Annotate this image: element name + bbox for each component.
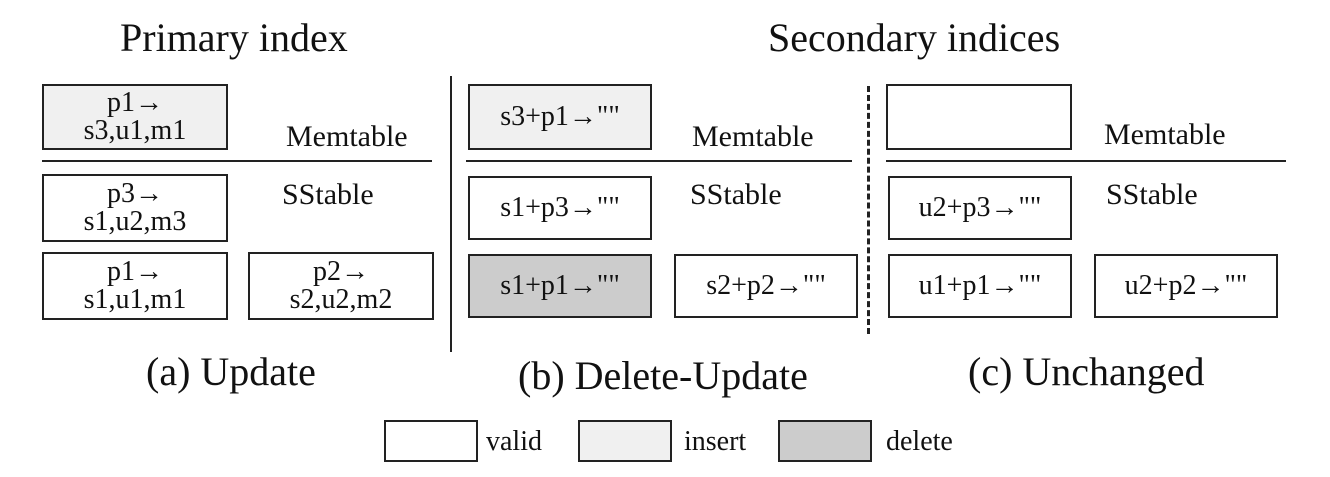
- b-sstable-entry: s1+p3→"": [468, 176, 652, 240]
- b-level-divider: [466, 160, 852, 162]
- a-sstable-label: SStable: [282, 178, 374, 211]
- b-level2-left-entry: s1+p1→"": [468, 254, 652, 318]
- c-level2-left-entry: u1+p1→"": [888, 254, 1072, 318]
- a-memtable-label: Memtable: [286, 120, 408, 153]
- a-sstable-entry-value: s1,u2,m3: [83, 206, 187, 237]
- b-sstable-label: SStable: [690, 178, 782, 211]
- b-memtable-label: Memtable: [692, 120, 814, 153]
- b-level2-right-entry: s2+p2→"": [674, 254, 858, 318]
- primary-secondary-separator: [450, 76, 452, 352]
- legend-delete-swatch: [778, 420, 872, 462]
- secondary-indices-heading: Secondary indices: [768, 15, 1061, 60]
- a-memtable-entry-key: p1→: [107, 87, 163, 118]
- legend-delete-label: delete: [886, 426, 953, 457]
- a-level2-left-entry: p1→ s1,u1,m1: [42, 252, 228, 320]
- a-caption: (a) Update: [146, 349, 316, 394]
- a-level2-right-key: p2→: [313, 256, 369, 287]
- a-level2-left-key: p1→: [107, 256, 163, 287]
- b-memtable-entry: s3+p1→"": [468, 84, 652, 150]
- c-level2-right-entry: u2+p2→"": [1094, 254, 1278, 318]
- c-level-divider: [886, 160, 1286, 162]
- legend-valid-swatch: [384, 420, 478, 462]
- a-level2-left-value: s1,u1,m1: [83, 284, 187, 315]
- c-memtable-label: Memtable: [1104, 118, 1226, 151]
- legend-insert-swatch: [578, 420, 672, 462]
- legend-valid-label: valid: [486, 426, 542, 457]
- c-caption: (c) Unchanged: [968, 349, 1205, 394]
- a-level-divider: [42, 160, 432, 162]
- a-level2-right-value: s2,u2,m2: [289, 284, 393, 315]
- legend-insert-label: insert: [684, 426, 747, 457]
- c-memtable-entry: [886, 84, 1072, 150]
- a-level2-right-entry: p2→ s2,u2,m2: [248, 252, 434, 320]
- a-sstable-entry: p3→ s1,u2,m3: [42, 174, 228, 242]
- b-caption: (b) Delete-Update: [518, 353, 808, 398]
- c-sstable-entry: u2+p3→"": [888, 176, 1072, 240]
- c-sstable-label: SStable: [1106, 178, 1198, 211]
- a-memtable-entry: p1→ s3,u1,m1: [42, 84, 228, 150]
- a-memtable-entry-value: s3,u1,m1: [83, 115, 187, 146]
- b-c-separator: [867, 86, 870, 334]
- primary-index-heading: Primary index: [120, 15, 348, 60]
- a-sstable-entry-key: p3→: [107, 178, 163, 209]
